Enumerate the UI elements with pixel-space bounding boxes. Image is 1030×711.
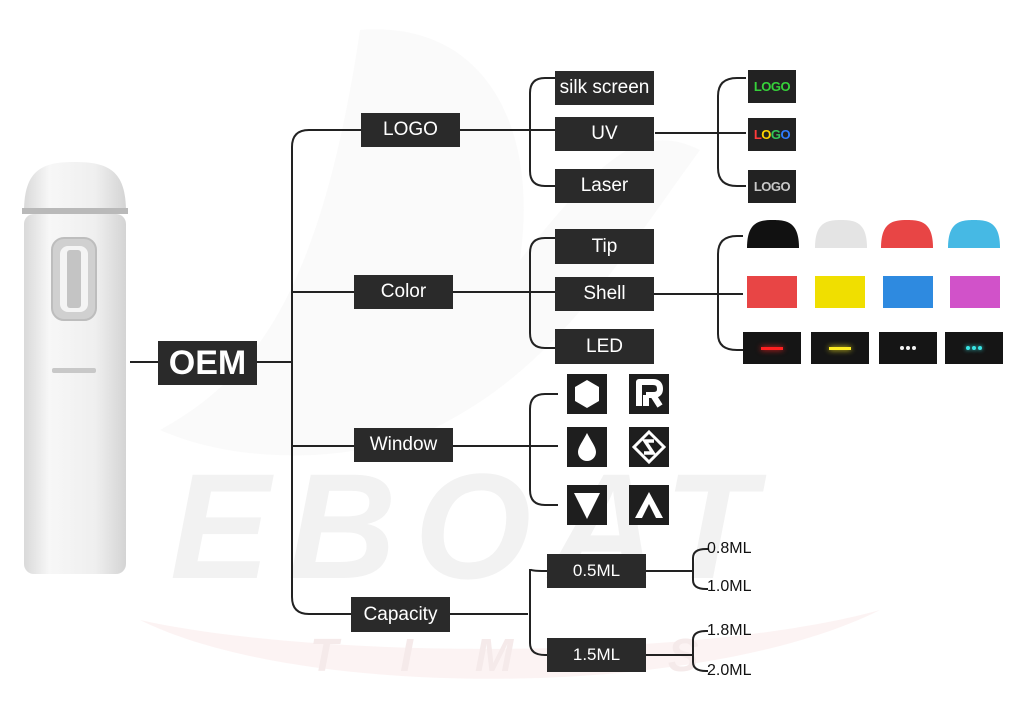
shell-swatch (815, 276, 865, 308)
logo-method-laser: Laser (555, 169, 654, 203)
r-letter-icon (629, 374, 669, 414)
led-swatch-white (879, 332, 937, 364)
color-part-led: LED (555, 329, 654, 364)
shell-swatch (950, 276, 1000, 308)
category-color-box: Color (354, 275, 453, 309)
capacity-option-0-5ml: 0.5ML (547, 554, 646, 588)
logo-sample-silk-text: LOGO (753, 79, 791, 94)
tip-swatch (747, 220, 799, 248)
tip-swatch (881, 220, 933, 248)
a-letter-icon (629, 485, 669, 525)
color-part-tip: Tip (555, 229, 654, 264)
category-window-box: Window (354, 428, 453, 462)
logo-sample-laser: LOGO (748, 170, 796, 203)
drop-icon (567, 427, 607, 467)
oem-root-box: OEM (158, 341, 257, 385)
capacity-sub-2-0ml: 2.0ML (707, 662, 752, 679)
capacity-option-1-5ml: 1.5ML (547, 638, 646, 672)
capacity-sub-1-8ml: 1.8ML (707, 622, 752, 639)
shell-swatch (883, 276, 933, 308)
logo-sample-silk: LOGO (748, 70, 796, 103)
capacity-sub-0-8ml: 0.8ML (707, 540, 752, 557)
device-illustration (22, 162, 128, 574)
tip-swatch (815, 220, 867, 248)
logo-sample-uv-text: LOGO (753, 127, 791, 142)
logo-sample-uv: LOGO (748, 118, 796, 151)
hexagon-icon (567, 374, 607, 414)
tip-swatch (948, 220, 1000, 248)
category-logo-box: LOGO (361, 113, 460, 147)
logo-method-silk-screen: silk screen (555, 71, 654, 105)
led-swatch-yellow (811, 332, 869, 364)
triangle-down-icon (567, 485, 607, 525)
logo-sample-laser-text: LOGO (753, 179, 791, 194)
capacity-sub-1-0ml: 1.0ML (707, 578, 752, 595)
shell-swatch (747, 276, 797, 308)
category-capacity-box: Capacity (351, 597, 450, 632)
color-part-shell: Shell (555, 277, 654, 311)
logo-method-uv: UV (555, 117, 654, 151)
led-swatch-cyan (945, 332, 1003, 364)
watermark-word-main: EBOAT (170, 442, 774, 610)
s-diamond-icon (629, 427, 669, 467)
led-swatch-red (743, 332, 801, 364)
